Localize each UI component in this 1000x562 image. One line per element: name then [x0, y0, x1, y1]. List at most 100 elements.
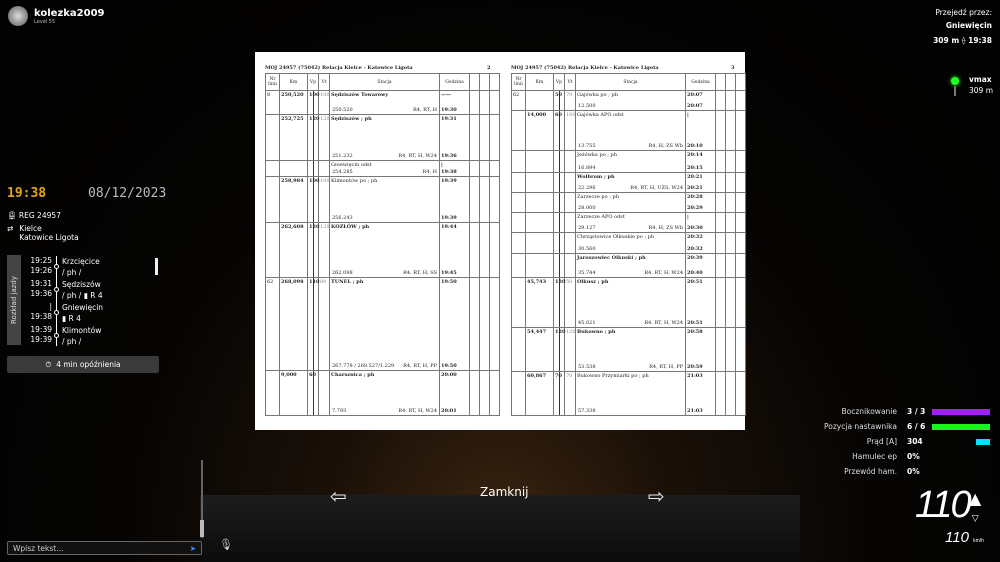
line-number: [511, 110, 526, 151]
station-name: Wolbrom ; ph: [577, 174, 615, 180]
timer-icon: ⏱: [45, 359, 52, 369]
departure-time: 19:50: [441, 363, 457, 369]
arrival-time: 19:50: [441, 279, 457, 285]
column-header: Nr linii: [511, 73, 526, 91]
station-name: Gniewięcin: [62, 303, 104, 312]
timetable-row: 258,984 100 100 Klimontów po ; ph 256.24…: [265, 176, 500, 223]
km-value: 262,608: [279, 222, 308, 278]
schedule-tab[interactable]: Rozkład jazdy: [7, 255, 21, 345]
signal-light-icon: [951, 77, 959, 85]
km-value: 250,520: [279, 90, 308, 115]
vp-value: 120: [307, 114, 319, 161]
empty-cell: [469, 277, 480, 371]
arrival-time: 20:07: [687, 92, 703, 98]
volume-slider-track[interactable]: [201, 460, 203, 538]
station-km: 22.296: [578, 185, 596, 191]
empty-cell: [715, 277, 726, 328]
empty-cell: [735, 90, 746, 111]
vt-value: [318, 370, 330, 416]
stat-row: Pozycja nastawnika 6 / 6: [790, 419, 990, 434]
station-info: ▮ R 4: [62, 314, 81, 323]
arrival-time: 19:25: [30, 256, 52, 265]
stat-bar: [932, 408, 990, 415]
station-km: 53.538: [578, 364, 596, 370]
line-number: [511, 172, 526, 193]
previous-page-arrow-icon[interactable]: ⇦: [330, 484, 347, 508]
route-from: Kielce: [19, 224, 42, 233]
stop-dot-icon: [54, 310, 59, 315]
km-value: 258,984: [279, 176, 308, 223]
line-number: [511, 371, 526, 416]
station-km: 7.793: [332, 408, 347, 414]
schedule-scrollbar[interactable]: [155, 258, 158, 275]
next-stop-label: Przejedź przez:: [935, 8, 992, 17]
arrival-time: 20:39: [687, 255, 703, 261]
arrival-time: 20:00: [441, 372, 457, 378]
empty-cell: [725, 90, 736, 111]
line-number: [511, 253, 526, 278]
empty-cell: [715, 150, 726, 173]
station-km: 28.000: [578, 205, 596, 211]
empty-cell: [479, 114, 490, 161]
empty-cell: [725, 277, 736, 328]
delay-indicator: ⏱4 min opóźnienia: [7, 356, 159, 373]
empty-cell: [715, 110, 726, 151]
station-km: 262.098: [332, 270, 353, 276]
empty-cell: [489, 370, 500, 416]
line-number: 62: [265, 277, 280, 371]
station-km: 13.755: [578, 143, 596, 149]
vp-value: [553, 232, 565, 254]
column-header: Km: [525, 73, 554, 91]
station-remarks: R4, RT, H, W24: [398, 408, 437, 414]
timetable-row: 62 268,098 110 80 TUNEL ; ph 267.778 / 2…: [265, 277, 500, 371]
arrival-time: 20:21: [687, 174, 703, 180]
stop-dot-icon: [54, 333, 59, 338]
microphone-icon[interactable]: 🎙︎: [219, 538, 233, 551]
vt-value: 80: [318, 277, 330, 371]
empty-cell: [735, 277, 746, 328]
departure-time: 19:39: [30, 335, 52, 344]
line-number: [265, 222, 280, 278]
vt-value: 120: [564, 327, 576, 372]
vmax-distance: 309 m: [969, 86, 994, 95]
stat-label: Bocznikowanie: [841, 407, 897, 416]
close-button[interactable]: Zamknij: [480, 485, 529, 499]
vt-value: [564, 232, 576, 254]
vt-value: [564, 212, 576, 233]
stat-value: 6 / 6: [907, 422, 926, 431]
empty-cell: [735, 371, 746, 416]
station-name: Bukowno ; ph: [577, 329, 616, 335]
timetable-row: 60,867 70 70 Bukowno Przymiarki po ; ph …: [511, 371, 746, 416]
next-page-arrow-icon[interactable]: ⇨: [648, 484, 665, 508]
next-stop-station: Gniewięcin: [945, 21, 992, 30]
arrival-time: |: [49, 302, 52, 311]
column-header: Km: [279, 73, 308, 91]
station-km: 250.520: [332, 107, 353, 113]
empty-cell: [715, 212, 726, 233]
arrival-time: |: [687, 112, 689, 118]
line-number: [265, 370, 280, 416]
column-header: Stacja: [329, 73, 440, 91]
line-number: [265, 160, 280, 177]
stat-label: Przewód ham.: [844, 467, 897, 476]
send-icon[interactable]: ➤: [189, 543, 196, 553]
departure-time: 19:45: [441, 270, 457, 276]
time-cell: 19:50 19:50: [439, 277, 470, 371]
volume-slider-handle[interactable]: [200, 520, 204, 537]
chat-input[interactable]: Wpisz tekst...➤: [7, 541, 202, 555]
empty-cell: [479, 277, 490, 371]
arrival-time: 20:14: [687, 152, 703, 158]
user-profile[interactable]: kolezka2009 Level 55: [8, 6, 105, 26]
stat-label: Pozycja nastawnika: [824, 422, 897, 431]
arrival-time: 19:39: [441, 178, 457, 184]
